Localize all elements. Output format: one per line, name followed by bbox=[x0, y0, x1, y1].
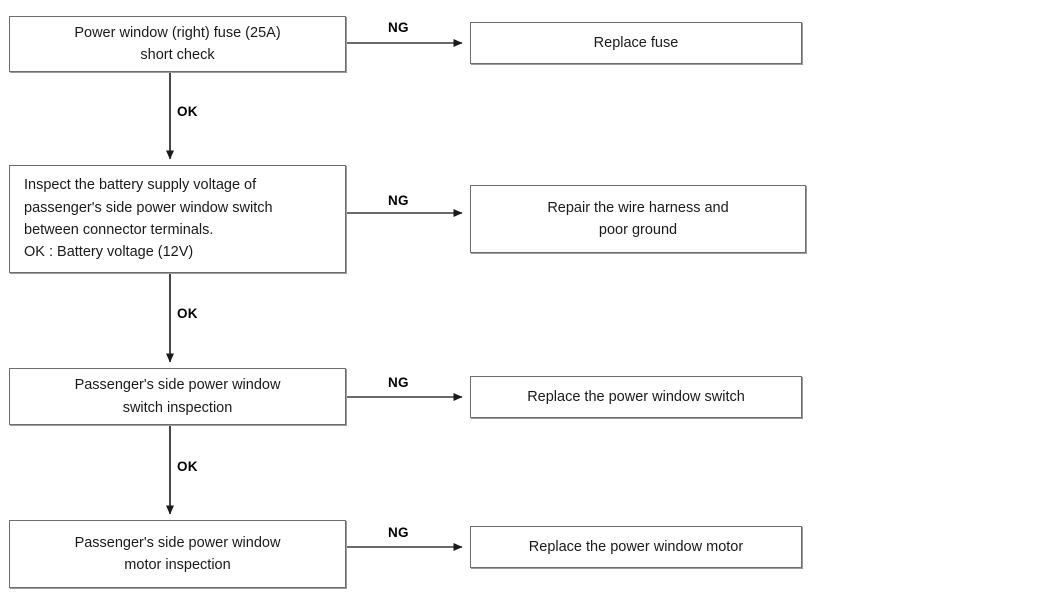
step-node-motor-inspection[interactable]: Passenger's side power window motor insp… bbox=[9, 520, 346, 588]
step-node-fuse-short-check[interactable]: Power window (right) fuse (25A) short ch… bbox=[9, 16, 346, 72]
edge-label-ng-2: NG bbox=[388, 193, 409, 208]
edge-label-ng-4: NG bbox=[388, 525, 409, 540]
action-node-repair-harness[interactable]: Repair the wire harness and poor ground bbox=[470, 185, 806, 253]
step-node-label: Passenger's side power window motor insp… bbox=[74, 534, 281, 573]
action-node-replace-fuse[interactable]: Replace fuse bbox=[470, 22, 802, 64]
edge-label-ok-2: OK bbox=[177, 306, 198, 321]
action-node-label: Replace fuse bbox=[593, 34, 679, 51]
step-node-label: Inspect the battery supply voltage of pa… bbox=[24, 177, 273, 261]
step-node-label: Passenger's side power window switch ins… bbox=[74, 377, 281, 416]
edge-label-ng-3: NG bbox=[388, 375, 409, 390]
action-node-replace-switch[interactable]: Replace the power window switch bbox=[470, 376, 802, 418]
action-node-label: Replace the power window motor bbox=[528, 538, 744, 555]
edge-label-ok-3: OK bbox=[177, 459, 198, 474]
step-node-switch-inspection[interactable]: Passenger's side power window switch ins… bbox=[9, 368, 346, 425]
action-node-label: Repair the wire harness and poor ground bbox=[547, 199, 729, 238]
step-node-battery-voltage-inspection[interactable]: Inspect the battery supply voltage of pa… bbox=[9, 165, 346, 273]
step-node-label: Power window (right) fuse (25A) short ch… bbox=[74, 24, 281, 63]
action-node-replace-motor[interactable]: Replace the power window motor bbox=[470, 526, 802, 568]
action-node-label: Replace the power window switch bbox=[527, 388, 745, 405]
edge-label-ng-1: NG bbox=[388, 20, 409, 35]
edge-label-ok-1: OK bbox=[177, 104, 198, 119]
